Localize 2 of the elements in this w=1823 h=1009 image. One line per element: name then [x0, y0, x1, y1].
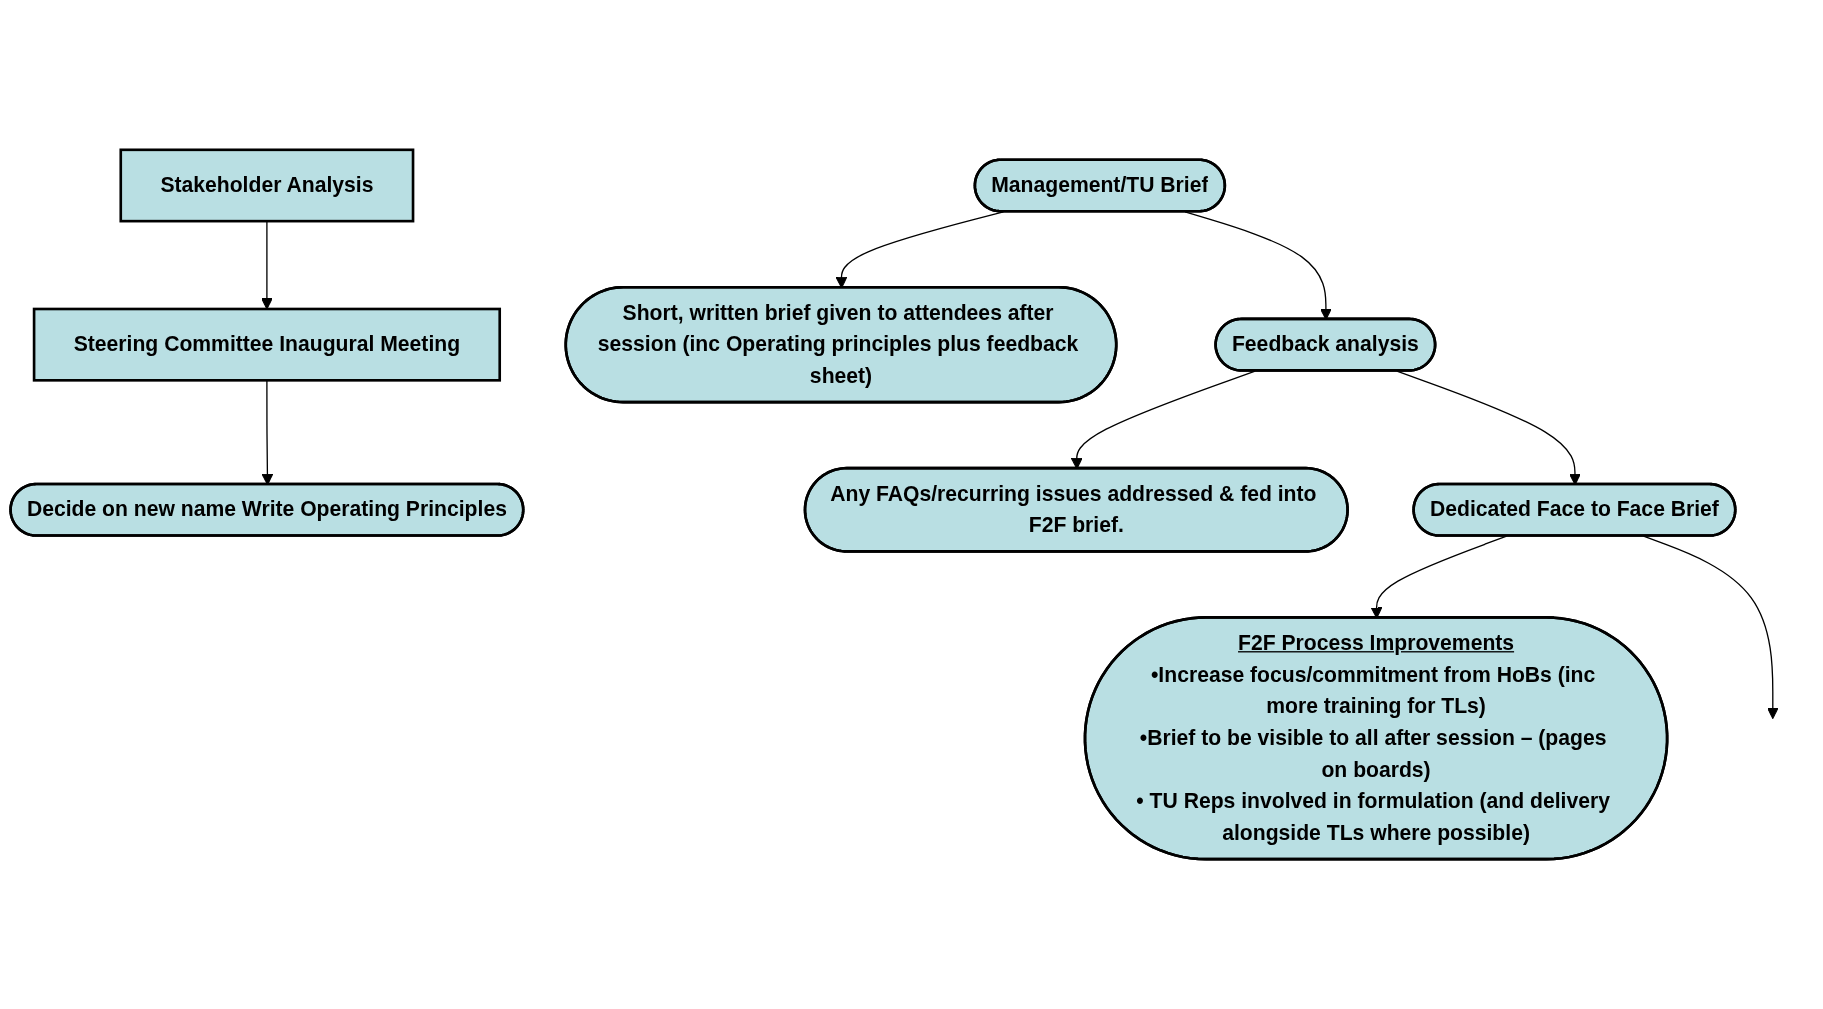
- node-box: Steering Committee Inaugural Meeting: [32, 307, 502, 382]
- node-box: Stakeholder Analysis: [119, 148, 415, 223]
